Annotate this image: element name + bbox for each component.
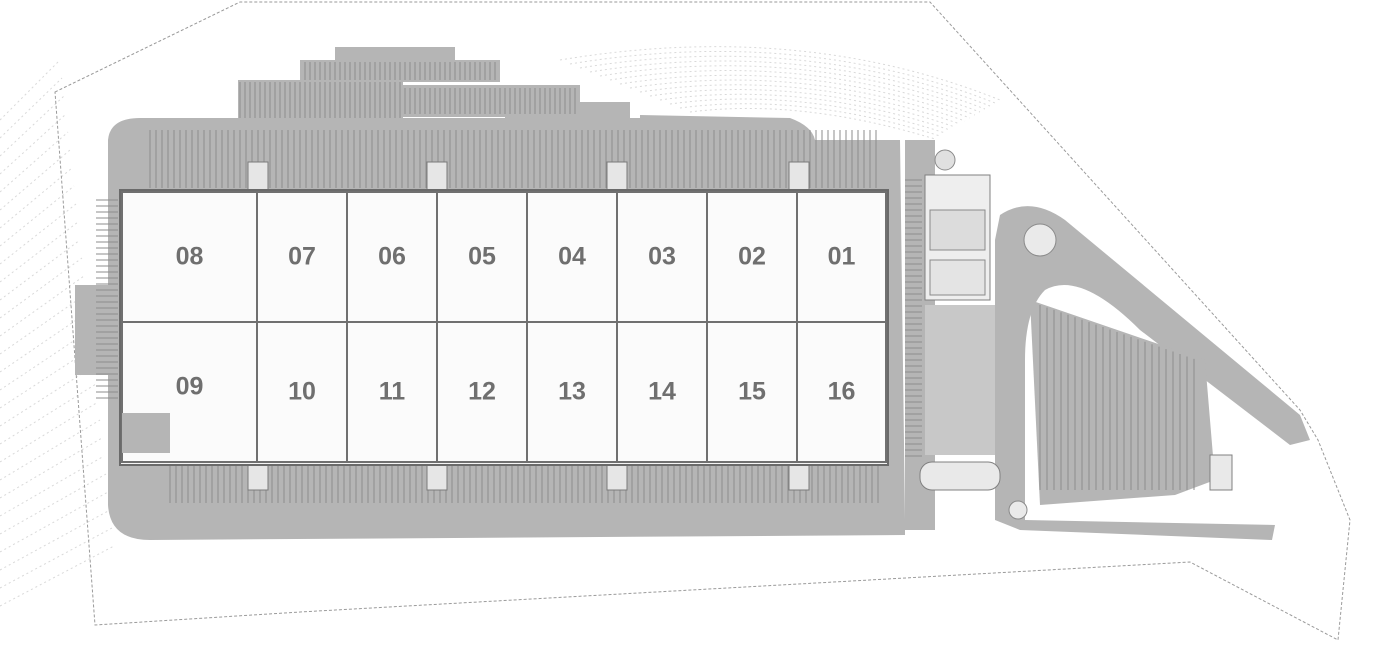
terrain-contour-line	[0, 221, 79, 283]
terrain-contour-line	[0, 95, 65, 157]
unit-04[interactable]: 04	[526, 191, 618, 323]
terrain-contour-line	[689, 107, 936, 140]
unit-15-label: 15	[738, 378, 766, 406]
unit-11[interactable]: 11	[346, 321, 438, 463]
parking-stalls	[96, 62, 1195, 503]
unit-05-label: 05	[468, 243, 496, 271]
unit-09-label: 09	[176, 373, 204, 401]
terrain-contour-line	[0, 365, 95, 427]
unit-03[interactable]: 03	[616, 191, 708, 323]
terrain-contour-line	[569, 50, 996, 104]
terrain-contour-line	[0, 509, 111, 571]
unit-09-dock-notch	[122, 413, 170, 453]
terrain-contour-line	[0, 59, 61, 121]
terrain-contour-line	[599, 65, 981, 113]
unit-10-label: 10	[288, 378, 316, 406]
terrain-contour-line	[669, 98, 946, 134]
terrain-contour-line	[589, 60, 986, 110]
unit-02-outline	[706, 191, 798, 323]
unit-03-label: 03	[648, 243, 676, 271]
terrain-contour-line	[0, 113, 67, 175]
terrain-contour-line	[0, 149, 71, 211]
unit-14[interactable]: 14	[616, 321, 708, 463]
unit-15[interactable]: 15	[706, 321, 798, 463]
unit-04-outline	[526, 191, 618, 323]
terrain-contour-line	[0, 77, 63, 139]
terrain-contour-line	[0, 383, 97, 445]
unit-16-label: 16	[828, 378, 856, 406]
terrain-contour-line	[0, 419, 101, 481]
property-boundary	[54, 1, 1351, 641]
unit-12-outline	[436, 321, 528, 463]
unit-16[interactable]: 16	[796, 321, 887, 463]
terrain-contour-line	[629, 79, 966, 122]
terrain-contour-line	[0, 131, 69, 193]
unit-07[interactable]: 07	[256, 191, 348, 323]
unit-14-outline	[616, 321, 708, 463]
ancillary-structures	[919, 149, 1233, 491]
terrain-contour-line	[0, 455, 105, 517]
terrain-contour-line	[0, 239, 81, 301]
unit-04-label: 04	[558, 243, 586, 271]
unit-02[interactable]: 02	[706, 191, 798, 323]
terrain-contour-line	[609, 70, 976, 116]
terrain-contour-line	[649, 89, 956, 128]
unit-03-outline	[616, 191, 708, 323]
unit-01[interactable]: 01	[796, 191, 887, 323]
terrain-contour-line	[0, 203, 77, 265]
unit-06-label: 06	[378, 243, 406, 271]
terrain-contour-line	[559, 46, 1001, 101]
terrain-contour-line	[0, 185, 75, 247]
unit-01-label: 01	[828, 243, 856, 271]
unit-13-label: 13	[558, 378, 586, 406]
unit-14-label: 14	[648, 378, 676, 406]
terrain-contour-line	[659, 93, 951, 131]
unit-02-label: 02	[738, 243, 766, 271]
unit-11-label: 11	[379, 378, 406, 406]
terrain-contour-line	[0, 401, 99, 463]
units-top-row: 08 07 06 05 04 03 02 01	[121, 191, 887, 323]
terrain-contour-line	[0, 527, 113, 589]
unit-08-label: 08	[176, 243, 204, 271]
unit-13-outline	[526, 321, 618, 463]
unit-08[interactable]: 08	[121, 191, 258, 323]
terrain-contour-line	[579, 55, 991, 107]
unit-12[interactable]: 12	[436, 321, 528, 463]
unit-15-outline	[706, 321, 798, 463]
warehouse-building: 08 07 06 05 04 03 02 01 09 10 11 12 13 14 15 16	[119, 189, 889, 466]
terrain-contour-line	[0, 167, 73, 229]
terrain-contour-line	[0, 257, 83, 319]
terrain-contour-line	[679, 103, 941, 137]
terrain-contour-line	[0, 491, 109, 553]
terrain-contours	[0, 46, 1001, 607]
unit-06[interactable]: 06	[346, 191, 438, 323]
unit-13[interactable]: 13	[526, 321, 618, 463]
unit-01-outline	[796, 191, 887, 323]
unit-07-label: 07	[288, 243, 316, 271]
unit-05[interactable]: 05	[436, 191, 528, 323]
unit-10[interactable]: 10	[256, 321, 348, 463]
terrain-contour-line	[0, 545, 115, 607]
unit-16-outline	[796, 321, 887, 463]
terrain-contour-line	[639, 84, 961, 125]
units-bottom-row: 09 10 11 12 13 14 15 16	[121, 321, 887, 463]
terrain-contour-line	[0, 473, 107, 535]
unit-08-outline	[121, 191, 258, 323]
unit-12-label: 12	[468, 378, 496, 406]
terrain-contour-line	[0, 293, 87, 355]
terrain-contour-line	[0, 437, 103, 499]
unit-10-outline	[256, 321, 348, 463]
terrain-contour-line	[0, 311, 89, 373]
